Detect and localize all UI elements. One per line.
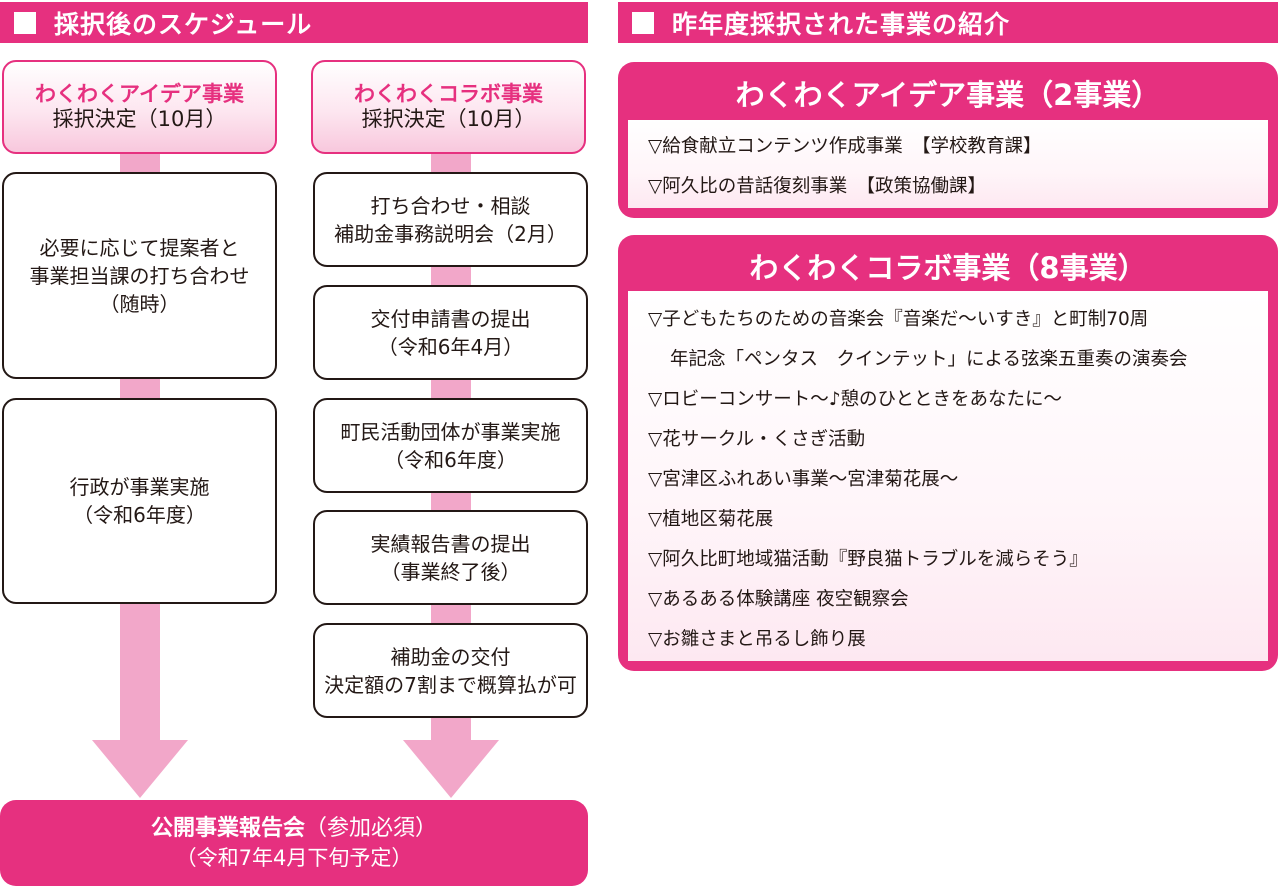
collab-projects-list: ▽子どもたちのための音楽会『音楽だ～いすき』と町制70周 年記念「ペンタス クイ… [628, 291, 1268, 661]
collab-step-text: 町民活動団体が事業実施 （令和6年度） [340, 419, 561, 472]
collab-step-text: 交付申請書の提出 （令和6年4月） [370, 306, 531, 359]
list-item: ▽お雛さまと吊るし飾り展 [648, 629, 866, 650]
collab-step-text: 打ち合わせ・相談 補助金事務説明会（2月） [334, 193, 567, 246]
idea-step-text: 行政が事業実施 （令和6年度） [69, 475, 210, 527]
final-report-note: （参加必須） [305, 815, 438, 841]
idea-projects-panel: わくわくアイデア事業（2事業） ▽給食献立コンテンツ作成事業 【学校教育課】 ▽… [618, 62, 1278, 218]
idea-decision-box: わくわくアイデア事業 採択決定（10月） [2, 60, 277, 154]
intro-section-title: 昨年度採択された事業の紹介 [672, 9, 1011, 39]
final-report-title: 公開事業報告会 [150, 815, 305, 841]
list-item: ▽阿久比町地域猫活動『野良猫トラブルを減らそう』 [648, 549, 1088, 570]
collab-step-box: 補助金の交付 決定額の7割まで概算払が可 [313, 623, 588, 718]
idea-decision-title: わくわくアイデア事業 [35, 81, 244, 106]
list-item: ▽子どもたちのための音楽会『音楽だ～いすき』と町制70周 [648, 309, 1149, 330]
list-item: ▽植地区菊花展 [648, 509, 774, 530]
collab-step-box: 打ち合わせ・相談 補助金事務説明会（2月） [313, 172, 588, 267]
collab-projects-title: わくわくコラボ事業（8事業） [749, 251, 1147, 285]
collab-decision-title: わくわくコラボ事業 [354, 81, 543, 106]
list-item: ▽阿久比の昔話復刻事業 【政策協働課】 [648, 176, 986, 197]
collab-projects-panel: わくわくコラボ事業（8事業） ▽子どもたちのための音楽会『音楽だ～いすき』と町制… [618, 235, 1278, 671]
list-item: ▽花サークル・くさぎ活動 [648, 429, 866, 450]
list-item: ▽あるある体験講座 夜空観察会 [648, 589, 909, 610]
collab-step-box: 町民活動団体が事業実施 （令和6年度） [313, 398, 588, 493]
collab-step-text: 実績報告書の提出 （事業終了後） [370, 531, 531, 584]
collab-step-box: 交付申請書の提出 （令和6年4月） [313, 285, 588, 380]
collab-step-text: 補助金の交付 決定額の7割まで概算払が可 [324, 644, 577, 697]
list-item: ▽ロビーコンサート～♪憩のひとときをあなたに～ [648, 389, 1062, 410]
collab-flow-arrow-icon [403, 740, 499, 798]
square-bullet-icon [14, 11, 36, 34]
idea-step-box: 必要に応じて提案者と 事業担当課の打ち合わせ （随時） [2, 172, 277, 379]
collab-decision-date: 採択決定（10月） [361, 107, 536, 131]
idea-step-box: 行政が事業実施 （令和6年度） [2, 398, 277, 604]
idea-step-text: 必要に応じて提案者と 事業担当課の打ち合わせ （随時） [29, 235, 250, 316]
final-report-box: 公開事業報告会（参加必須） （令和7年4月下旬予定） [0, 800, 588, 886]
idea-projects-title: わくわくアイデア事業（2事業） [735, 78, 1161, 112]
schedule-section-title: 採択後のスケジュール [54, 9, 313, 39]
collab-step-box: 実績報告書の提出 （事業終了後） [313, 510, 588, 605]
idea-projects-list: ▽給食献立コンテンツ作成事業 【学校教育課】 ▽阿久比の昔話復刻事業 【政策協働… [628, 120, 1268, 208]
collab-decision-box: わくわくコラボ事業 採択決定（10月） [311, 60, 586, 154]
list-item: 年記念「ペンタス クインテット」による弦楽五重奏の演奏会 [670, 349, 1188, 370]
final-report-date: （令和7年4月下旬予定） [175, 845, 413, 870]
final-report-line1: 公開事業報告会（参加必須） [151, 814, 437, 844]
idea-decision-date: 採択決定（10月） [52, 107, 227, 131]
square-bullet-icon [632, 11, 654, 34]
list-item: ▽宮津区ふれあい事業～宮津菊花展～ [648, 469, 959, 490]
idea-flow-arrow-icon [92, 740, 188, 798]
schedule-section-header: 採択後のスケジュール [0, 2, 588, 43]
list-item: ▽給食献立コンテンツ作成事業 【学校教育課】 [648, 136, 1042, 157]
intro-section-header: 昨年度採択された事業の紹介 [618, 2, 1278, 43]
